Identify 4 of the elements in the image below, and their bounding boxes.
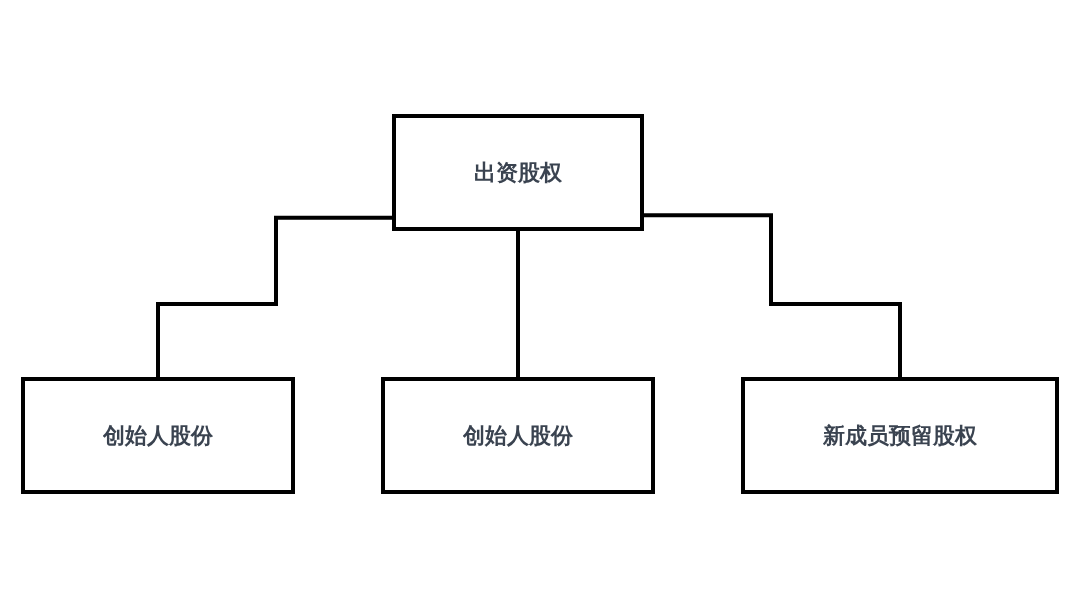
node-box: 新成员预留股权	[741, 377, 1059, 494]
node-box: 出资股权	[392, 114, 644, 231]
node-box: 创始人股份	[381, 377, 655, 494]
node-box: 创始人股份	[21, 377, 295, 494]
